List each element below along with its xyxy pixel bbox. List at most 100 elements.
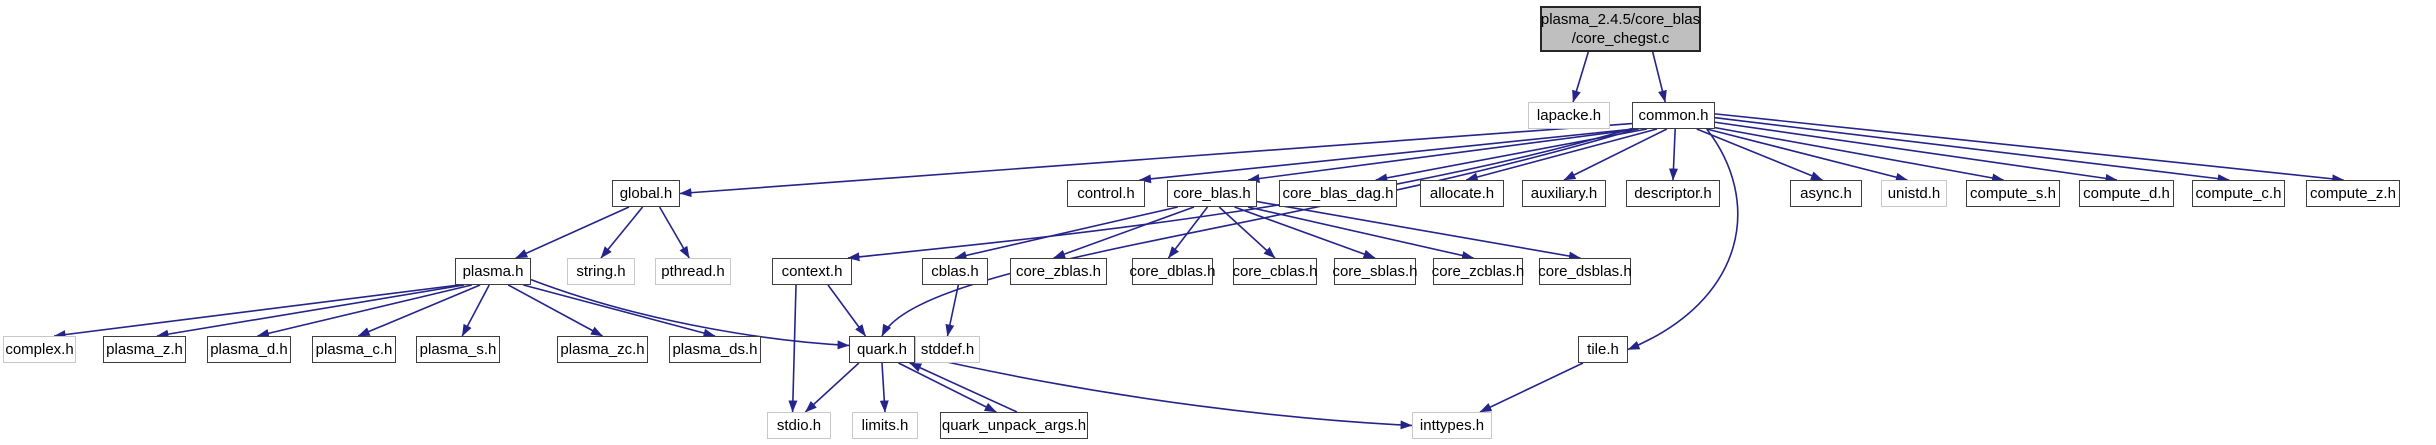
edge-common-h-to-auxiliary-h (1563, 128, 1668, 181)
node-label: plasma_s.h (419, 340, 497, 358)
node-limits-h: limits.h (852, 412, 918, 439)
edge-global-h-to-plasma-h (515, 206, 630, 259)
node-compute-s-h[interactable]: compute_s.h (1966, 180, 2060, 207)
node-label: cblas.h (931, 262, 979, 280)
node-label: plasma.h (462, 262, 524, 280)
node-label: allocate.h (1429, 184, 1495, 202)
edge-main-to-lapacke-h (1572, 51, 1590, 103)
node-core-zcblas-h[interactable]: core_zcblas.h (1431, 258, 1525, 285)
node-core-blas-h[interactable]: core_blas.h (1167, 180, 1257, 207)
edge-core-blas-h-to-core-zblas-h (1053, 206, 1195, 259)
edge-common-h-to-core-blas-dag-h (1375, 128, 1648, 183)
node-label: complex.h (5, 340, 74, 358)
edge-global-h-to-pthread-h (658, 206, 690, 259)
edge-common-h-to-tile-h (1627, 128, 1739, 351)
node-compute-c-h[interactable]: compute_c.h (2192, 180, 2285, 207)
edge-core-blas-h-to-cblas-h (954, 206, 1178, 260)
node-label: plasma_z.h (106, 340, 183, 358)
edge-quark-h-to-inttypes-h (914, 354, 1413, 430)
node-label: compute_z.h (2310, 184, 2396, 202)
node-label: stddef.h (920, 340, 975, 358)
edge-quark-h-to-stdio-h (804, 362, 860, 413)
edge-plasma-h-to-plasma-ds-h (523, 284, 716, 338)
node-auxiliary-h[interactable]: auxiliary.h (1522, 180, 1606, 207)
node-control-h[interactable]: control.h (1067, 180, 1145, 207)
edge-common-h-to-compute-d-h (1714, 121, 2118, 183)
node-label: plasma_2.4.5/core_blas /core_chegst.c (1540, 10, 1701, 48)
node-label: control.h (1077, 184, 1135, 202)
node-label: compute_c.h (2195, 184, 2282, 202)
edge-quark-unpack-args-h-to-quark-h (909, 362, 1018, 413)
edge-common-h-to-unistd-h (1706, 128, 1908, 182)
node-label: core_zblas.h (1015, 262, 1102, 280)
node-label: quark.h (856, 340, 908, 358)
node-core-blas-dag-h[interactable]: core_blas_dag.h (1279, 180, 1397, 207)
node-plasma-c-h[interactable]: plasma_c.h (312, 336, 396, 363)
edge-core-blas-h-to-core-dsblas-h (1256, 200, 1581, 261)
node-context-h[interactable]: context.h (772, 258, 852, 285)
node-label: string.h (576, 262, 626, 280)
node-label: plasma_zc.h (560, 340, 645, 358)
edge-plasma-h-to-plasma-s-h (461, 284, 490, 337)
node-label: descriptor.h (1634, 184, 1712, 202)
edge-core-blas-h-to-core-sblas-h (1234, 206, 1376, 259)
node-global-h[interactable]: global.h (612, 180, 680, 207)
edge-context-h-to-quark-h (827, 284, 867, 337)
edge-main-to-common-h (1651, 51, 1667, 103)
edge-common-h-to-allocate-h (1465, 128, 1658, 182)
edge-common-h-to-compute-z-h (1714, 113, 2345, 184)
node-descriptor-h[interactable]: descriptor.h (1626, 180, 1720, 207)
node-core-cblas-h[interactable]: core_cblas.h (1232, 258, 1318, 285)
edge-common-h-to-descriptor-h (1668, 128, 1678, 181)
node-cblas-h[interactable]: cblas.h (922, 258, 988, 285)
node-label: core_zcblas.h (1431, 262, 1525, 280)
node-plasma-h[interactable]: plasma.h (455, 258, 531, 285)
node-core-dblas-h[interactable]: core_dblas.h (1130, 258, 1215, 285)
node-label: limits.h (861, 416, 909, 434)
node-plasma-z-h[interactable]: plasma_z.h (103, 336, 186, 363)
node-plasma-s-h[interactable]: plasma_s.h (416, 336, 500, 363)
node-async-h[interactable]: async.h (1790, 180, 1862, 207)
node-label: plasma_d.h (210, 340, 288, 358)
node-core-dsblas-h[interactable]: core_dsblas.h (1538, 258, 1632, 285)
edge-global-h-to-string-h (600, 206, 644, 259)
node-tile-h[interactable]: tile.h (1578, 336, 1628, 363)
edge-core-blas-h-to-core-zcblas-h (1247, 206, 1474, 260)
node-label: plasma_c.h (315, 340, 393, 358)
node-label: common.h (1638, 106, 1709, 124)
edge-core-blas-h-to-core-cblas-h (1218, 206, 1276, 259)
node-label: plasma_ds.h (672, 340, 758, 358)
node-quark-h[interactable]: quark.h (849, 336, 915, 363)
node-label: core_blas_dag.h (1282, 184, 1394, 202)
edge-common-h-to-async-h (1696, 128, 1823, 181)
edge-cblas-h-to-stddef-h (945, 284, 960, 337)
node-stdio-h: stdio.h (767, 412, 831, 439)
node-label: auxiliary.h (1530, 184, 1598, 202)
node-label: pthread.h (661, 262, 725, 280)
node-quark-unpack-args-h[interactable]: quark_unpack_args.h (940, 412, 1088, 439)
node-lapacke-h: lapacke.h (1528, 102, 1610, 129)
node-core-sblas-h[interactable]: core_sblas.h (1332, 258, 1418, 285)
node-string-h: string.h (567, 258, 635, 285)
node-pthread-h: pthread.h (655, 258, 731, 285)
node-plasma-d-h[interactable]: plasma_d.h (207, 336, 291, 363)
node-core-zblas-h[interactable]: core_zblas.h (1010, 258, 1107, 285)
node-label: async.h (1800, 184, 1852, 202)
edge-common-h-to-compute-s-h (1714, 126, 2005, 183)
node-common-h[interactable]: common.h (1632, 102, 1715, 129)
node-label: core_dsblas.h (1538, 262, 1632, 280)
node-label: lapacke.h (1536, 106, 1602, 124)
node-allocate-h[interactable]: allocate.h (1420, 180, 1504, 207)
node-plasma-zc-h[interactable]: plasma_zc.h (557, 336, 648, 363)
node-label: tile.h (1587, 340, 1619, 358)
node-unistd-h: unistd.h (1881, 180, 1947, 207)
node-label: stdio.h (776, 416, 822, 434)
node-stddef-h: stddef.h (915, 336, 980, 363)
edge-common-h-to-core-blas-h (1247, 128, 1639, 183)
node-compute-z-h[interactable]: compute_z.h (2306, 180, 2400, 207)
node-label: unistd.h (1887, 184, 1941, 202)
edge-plasma-h-to-plasma-z-h (156, 284, 465, 339)
node-plasma-ds-h[interactable]: plasma_ds.h (669, 336, 761, 363)
node-compute-d-h[interactable]: compute_d.h (2079, 180, 2174, 207)
